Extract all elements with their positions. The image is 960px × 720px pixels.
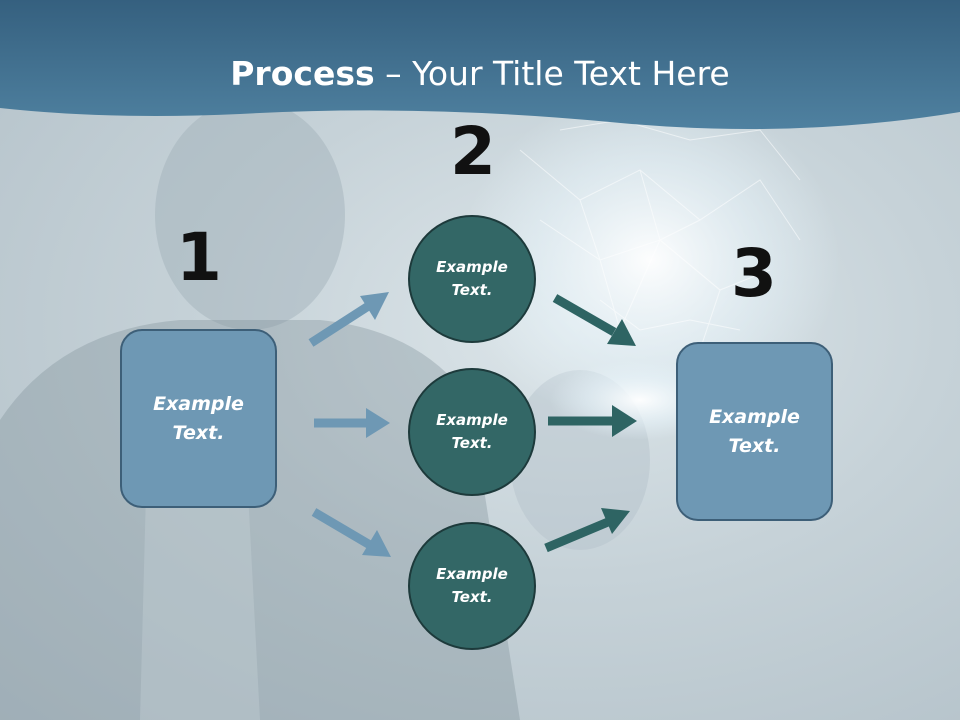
step-number-2: 2 [450, 113, 496, 190]
header-band [0, 0, 960, 130]
step-number-3: 3 [731, 235, 777, 312]
step-3-text: Example Text. [709, 405, 800, 457]
arrow-1-to-top [308, 292, 389, 347]
arrow-bottom-to-3 [544, 508, 630, 553]
step-2-circle-bottom-text: Example Text. [436, 565, 508, 606]
step-1-text: Example Text. [153, 392, 244, 444]
page-title: Process – Your Title Text Here [0, 52, 960, 96]
step-2-circle-middle: Example Text. [408, 368, 536, 496]
arrow-middle-to-3 [548, 405, 637, 437]
step-2-circle-bottom: Example Text. [408, 522, 536, 650]
arrow-top-to-3 [552, 294, 636, 346]
step-1-box: Example Text. [120, 329, 277, 508]
step-number-1: 1 [176, 219, 222, 296]
title-bold: Process [230, 54, 375, 93]
arrow-1-to-bottom [311, 508, 391, 557]
step-2-circle-middle-text: Example Text. [436, 411, 508, 452]
title-rest: – Your Title Text Here [374, 54, 730, 93]
arrow-1-to-middle [314, 408, 390, 438]
step-2-circle-top: Example Text. [408, 215, 536, 343]
step-2-circle-top-text: Example Text. [436, 258, 508, 299]
step-3-box: Example Text. [676, 342, 833, 521]
